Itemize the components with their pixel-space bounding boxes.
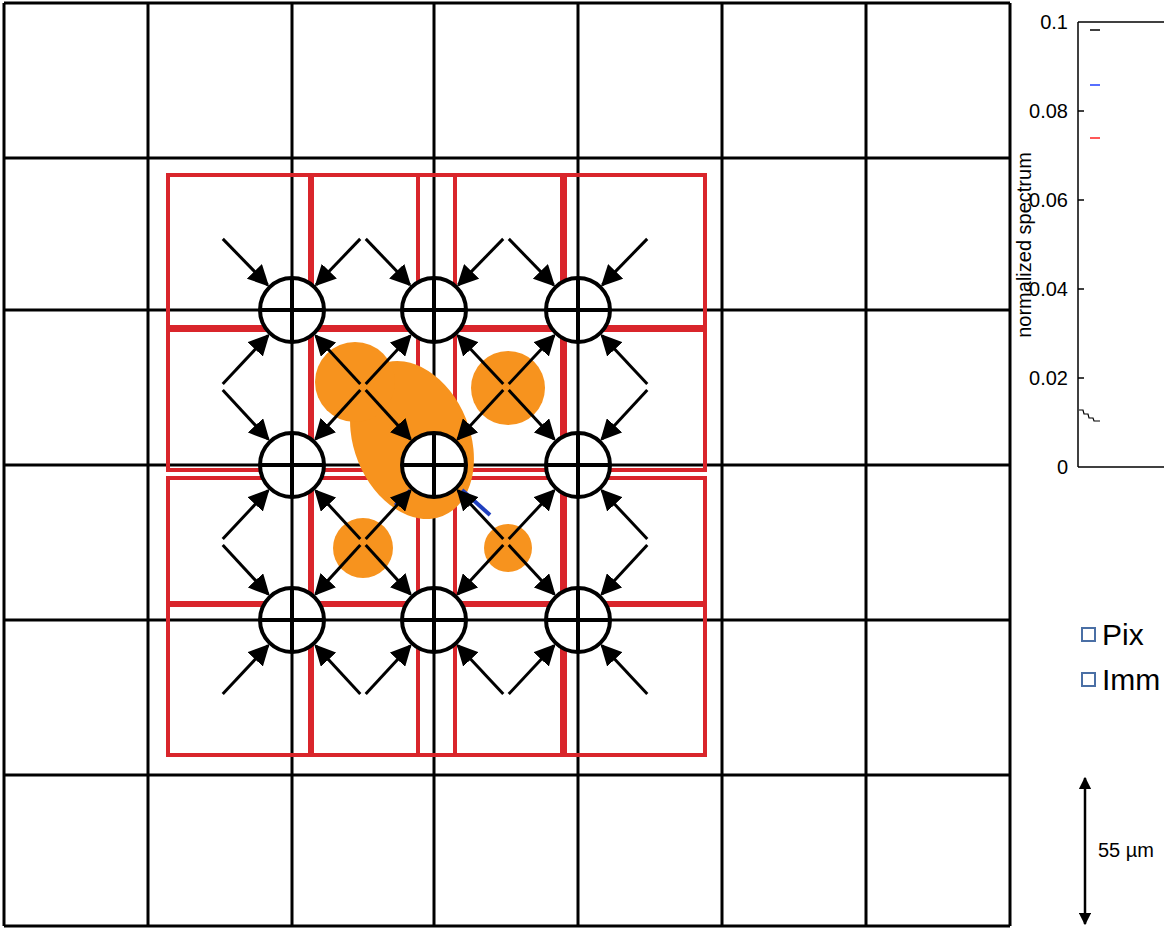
summing-node (260, 588, 324, 652)
charge-arrow (366, 491, 411, 539)
grid-line (4, 309, 1010, 312)
charge-arrow (458, 491, 503, 540)
axis-title: normalized spectrum (1014, 152, 1034, 338)
charge-arrow (458, 646, 503, 695)
plus-sign (576, 588, 580, 652)
tick-label: 0.1 (1040, 12, 1068, 32)
charge-arrow (458, 239, 503, 285)
bullet-box (1082, 628, 1095, 641)
charge-arrow (366, 545, 411, 594)
summing-node (260, 278, 324, 342)
red-pixel-boxes (168, 175, 705, 755)
grid-line (4, 157, 1010, 160)
spectrum-curve (1079, 410, 1100, 421)
tick-label: 0.06 (1029, 190, 1068, 210)
charge-cloud (484, 524, 532, 572)
tick-mark (1078, 199, 1084, 201)
charge-arrow (223, 390, 269, 439)
summing-node (402, 278, 466, 342)
charge-arrow (458, 336, 503, 385)
charge-arrow (316, 545, 361, 594)
charge-arrow (366, 239, 410, 285)
summing-nodes (260, 278, 610, 652)
grid-line (4, 2, 1010, 5)
tick-mark (1078, 110, 1084, 112)
tick-mark (1078, 377, 1084, 379)
charge-arrow (602, 545, 648, 594)
charge-arrow (223, 239, 268, 285)
grid-line (577, 3, 580, 926)
summing-node (402, 588, 466, 652)
charge-arrow (223, 545, 269, 594)
tick-label: 0.08 (1029, 101, 1068, 121)
plus-sign (576, 433, 580, 497)
charge-arrow (602, 239, 647, 285)
charge-arrow (316, 239, 360, 285)
charge-arrow (316, 390, 361, 439)
spectrum-chart-fragment (1078, 22, 1164, 924)
charge-arrow (316, 491, 361, 539)
bullet-text: Imm (1102, 665, 1160, 695)
tick-mark (1078, 288, 1084, 290)
tick-label: 0.04 (1029, 279, 1068, 299)
charge-clouds (315, 342, 545, 578)
plus-sign (576, 278, 580, 342)
charge-arrow (509, 336, 554, 385)
x-axis (1078, 466, 1164, 468)
charge-arrow (602, 646, 647, 695)
charge-arrow (509, 239, 554, 285)
charge-arrow (509, 491, 554, 540)
legend-line (1090, 29, 1100, 31)
legend-line (1090, 137, 1100, 139)
summing-node (260, 433, 324, 497)
charge-cloud (333, 518, 393, 578)
grid-line (4, 619, 1010, 622)
charge-arrow (316, 336, 361, 384)
plus-sign (432, 588, 436, 652)
plus-sign (290, 278, 294, 342)
charge-arrow (602, 390, 648, 439)
dimension-arrow (1084, 778, 1087, 924)
y-axis (1077, 22, 1079, 467)
charge-arrow (366, 390, 411, 439)
charge-arrow (223, 646, 268, 695)
grid-line (4, 774, 1010, 777)
plus-sign (432, 278, 436, 342)
bullet-box (1082, 673, 1095, 686)
summing-node (546, 588, 610, 652)
summing-node (546, 433, 610, 497)
plus-sign (432, 433, 436, 497)
pixel-grid (4, 3, 1010, 926)
charge-arrow (223, 491, 268, 540)
plot-border (1078, 21, 1164, 23)
charge-arrow (509, 390, 555, 439)
charge-arrow (223, 336, 268, 385)
grid-line (4, 925, 1010, 928)
charge-arrow (602, 336, 647, 385)
plus-sign (290, 588, 294, 652)
tick-label: 0.02 (1029, 368, 1068, 388)
grid-line (433, 3, 436, 926)
charge-arrow (366, 336, 411, 384)
charge-sharing-arrows (223, 239, 648, 694)
charge-arrow (509, 646, 554, 695)
dimension-label: 55 µm (1098, 840, 1154, 860)
grid-line (4, 464, 1010, 467)
summing-node (402, 433, 466, 497)
charge-arrow (602, 491, 647, 540)
legend-line (1090, 84, 1100, 86)
summing-node (546, 278, 610, 342)
grid-line (291, 3, 294, 926)
charge-arrow (316, 646, 361, 694)
charge-arrow (509, 545, 555, 594)
tick-label: 0 (1057, 457, 1068, 477)
charge-arrow (366, 646, 411, 694)
bullet-text: Pix (1102, 620, 1144, 650)
charge-arrow (458, 390, 504, 439)
charge-arrow (458, 545, 504, 594)
plus-sign (290, 433, 294, 497)
